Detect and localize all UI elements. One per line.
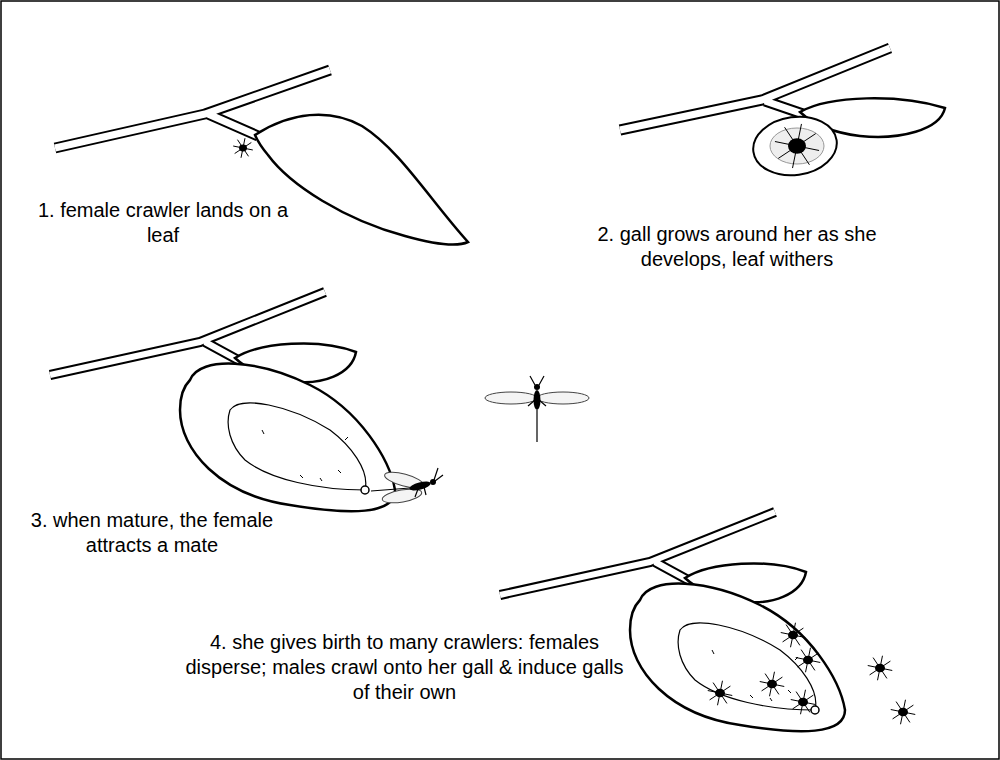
step-caption: 4. she gives birth to many crawlers: fem… xyxy=(182,630,627,705)
step-caption: 2. gall grows around her as she develops… xyxy=(592,222,882,272)
crawler xyxy=(775,124,819,168)
panel-three-drawing xyxy=(50,292,395,511)
crawler xyxy=(891,700,916,725)
flying-male xyxy=(485,376,589,442)
crawler xyxy=(708,681,733,706)
crawler xyxy=(796,648,821,673)
step-caption: 3. when mature, the female attracts a ma… xyxy=(28,508,276,558)
panel-four-drawing xyxy=(500,512,845,731)
crawler xyxy=(868,656,893,681)
crawler xyxy=(233,138,253,158)
crawler xyxy=(781,623,806,648)
mating-male xyxy=(371,468,443,505)
step-caption: 1. female crawler lands on a leaf xyxy=(22,198,304,248)
crawler xyxy=(760,672,785,697)
panel-two-drawing xyxy=(620,48,945,181)
crawler xyxy=(791,690,816,715)
